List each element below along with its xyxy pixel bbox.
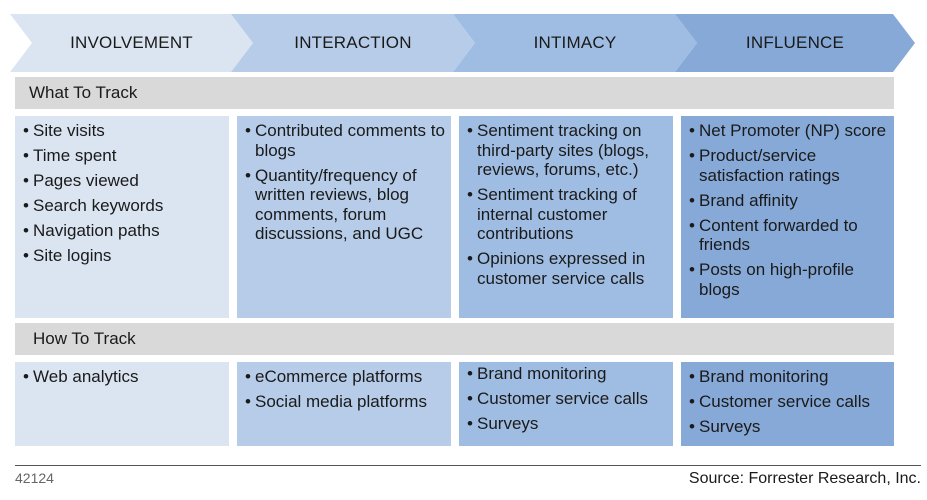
stage-chevrons	[10, 14, 915, 72]
what-involvement-cell: Site visitsTime spentPages viewedSearch …	[15, 116, 229, 318]
how-influence-cell: Brand monitoringCustomer service callsSu…	[681, 362, 894, 446]
list-item: Web analytics	[23, 367, 223, 387]
list-item: Brand monitoring	[467, 364, 667, 384]
list-item: Navigation paths	[23, 221, 223, 241]
source-credit: Source: Forrester Research, Inc.	[688, 470, 921, 487]
chevron-involvement	[10, 14, 253, 72]
list-item: Search keywords	[23, 196, 223, 216]
list-item: Net Promoter (NP) score	[689, 121, 888, 141]
list-item: eCommerce platforms	[245, 367, 445, 387]
stage-label-influence: INFLUENCE	[745, 33, 845, 52]
list-item: Content forwarded to friends	[689, 216, 888, 255]
list-item: Product/service satisfaction ratings	[689, 146, 888, 185]
list-item: Brand monitoring	[689, 367, 888, 387]
how-influence-list: Brand monitoringCustomer service callsSu…	[689, 367, 888, 437]
list-item: Customer service calls	[689, 392, 888, 412]
how-intimacy-cell: Brand monitoringCustomer service callsSu…	[459, 362, 673, 446]
what-influence-cell: Net Promoter (NP) scoreProduct/service s…	[681, 116, 894, 318]
chevron-influence	[675, 14, 915, 72]
chevron-intimacy	[453, 14, 697, 72]
what-intimacy-cell: Sentiment tracking on third-party sites …	[459, 116, 673, 318]
figure-id: 42124	[15, 470, 54, 486]
list-item: Site logins	[23, 246, 223, 266]
footer-divider	[15, 465, 921, 466]
what-interaction-cell: Contributed comments to blogsQuantity/fr…	[237, 116, 451, 318]
list-item: Sentiment tracking on third-party sites …	[467, 121, 667, 180]
list-item: Opinions expressed in customer service c…	[467, 249, 667, 288]
list-item: Brand affinity	[689, 191, 888, 211]
what-intimacy-list: Sentiment tracking on third-party sites …	[467, 121, 667, 288]
list-item: Posts on high-profile blogs	[689, 260, 888, 299]
how-interaction-list: eCommerce platformsSocial media platform…	[245, 367, 445, 412]
what-interaction-list: Contributed comments to blogsQuantity/fr…	[245, 121, 445, 244]
list-item: Time spent	[23, 146, 223, 166]
stage-label-intimacy: INTIMACY	[533, 33, 617, 52]
list-item: Surveys	[467, 414, 667, 434]
what-involvement-list: Site visitsTime spentPages viewedSearch …	[23, 121, 223, 266]
how-involvement-cell: Web analytics	[15, 362, 229, 446]
how-intimacy-list: Brand monitoringCustomer service callsSu…	[467, 364, 667, 434]
list-item: Sentiment tracking of internal customer …	[467, 185, 667, 244]
stage-label-involvement: INVOLVEMENT	[70, 33, 193, 52]
list-item: Quantity/frequency of written reviews, b…	[245, 166, 445, 244]
chevron-interaction	[231, 14, 475, 72]
stage-label-interaction: INTERACTION	[294, 33, 412, 52]
what-influence-list: Net Promoter (NP) scoreProduct/service s…	[689, 121, 888, 299]
how-to-track-header: How To Track	[15, 323, 894, 355]
what-to-track-header: What To Track	[15, 77, 894, 109]
list-item: Surveys	[689, 417, 888, 437]
list-item: Social media platforms	[245, 392, 445, 412]
how-involvement-list: Web analytics	[23, 367, 223, 387]
list-item: Site visits	[23, 121, 223, 141]
list-item: Customer service calls	[467, 389, 667, 409]
how-interaction-cell: eCommerce platformsSocial media platform…	[237, 362, 451, 446]
list-item: Pages viewed	[23, 171, 223, 191]
list-item: Contributed comments to blogs	[245, 121, 445, 160]
